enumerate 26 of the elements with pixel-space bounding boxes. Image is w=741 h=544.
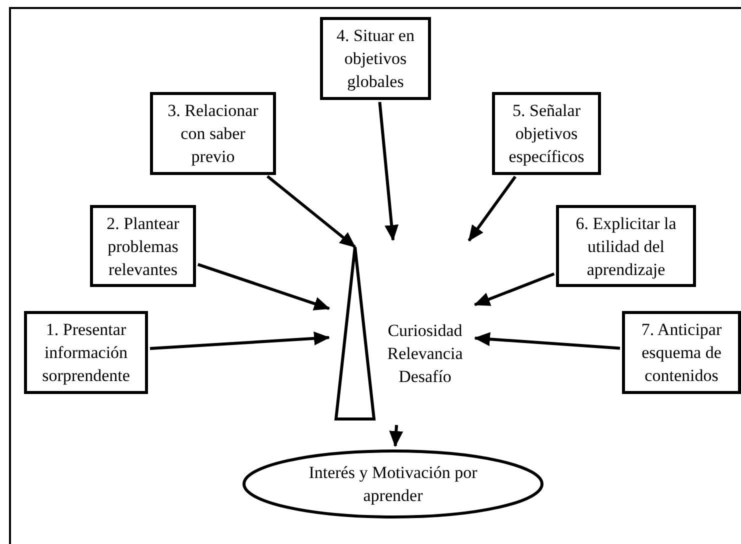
node-label: 5. Señalar objetivos específicos — [508, 100, 586, 168]
node-label: 6. Explicitar la utilidad del aprendizaje — [574, 212, 678, 280]
node-label: 7. Anticipar esquema de contenidos — [640, 319, 723, 387]
node-label: 1. Presentar información sorprendente — [41, 319, 131, 387]
arrow — [389, 424, 404, 447]
text-box — [150, 92, 276, 175]
node-label: 4. Situar en objetivos globales — [336, 25, 416, 93]
center-label: Curiosidad Relevancia Desafío — [386, 320, 464, 388]
text-box — [556, 205, 696, 287]
arrow — [468, 176, 516, 242]
text-box — [622, 311, 741, 394]
text-box — [320, 17, 431, 100]
arrow — [150, 331, 330, 350]
node-label: Interés y Motivación por aprender — [308, 462, 478, 507]
node-label: 2. Plantear problemas relevantes — [106, 212, 180, 280]
arrow — [378, 102, 399, 241]
text-box — [24, 311, 148, 394]
triangle-shape — [334, 245, 376, 421]
text-box — [492, 92, 601, 175]
text-box — [90, 205, 196, 287]
arrow — [474, 332, 620, 350]
node-label: 3. Relacionar con saber previo — [166, 100, 260, 168]
arrow — [266, 175, 356, 248]
arrow — [197, 263, 330, 310]
arrow — [474, 272, 555, 306]
ellipse-node — [242, 449, 544, 519]
